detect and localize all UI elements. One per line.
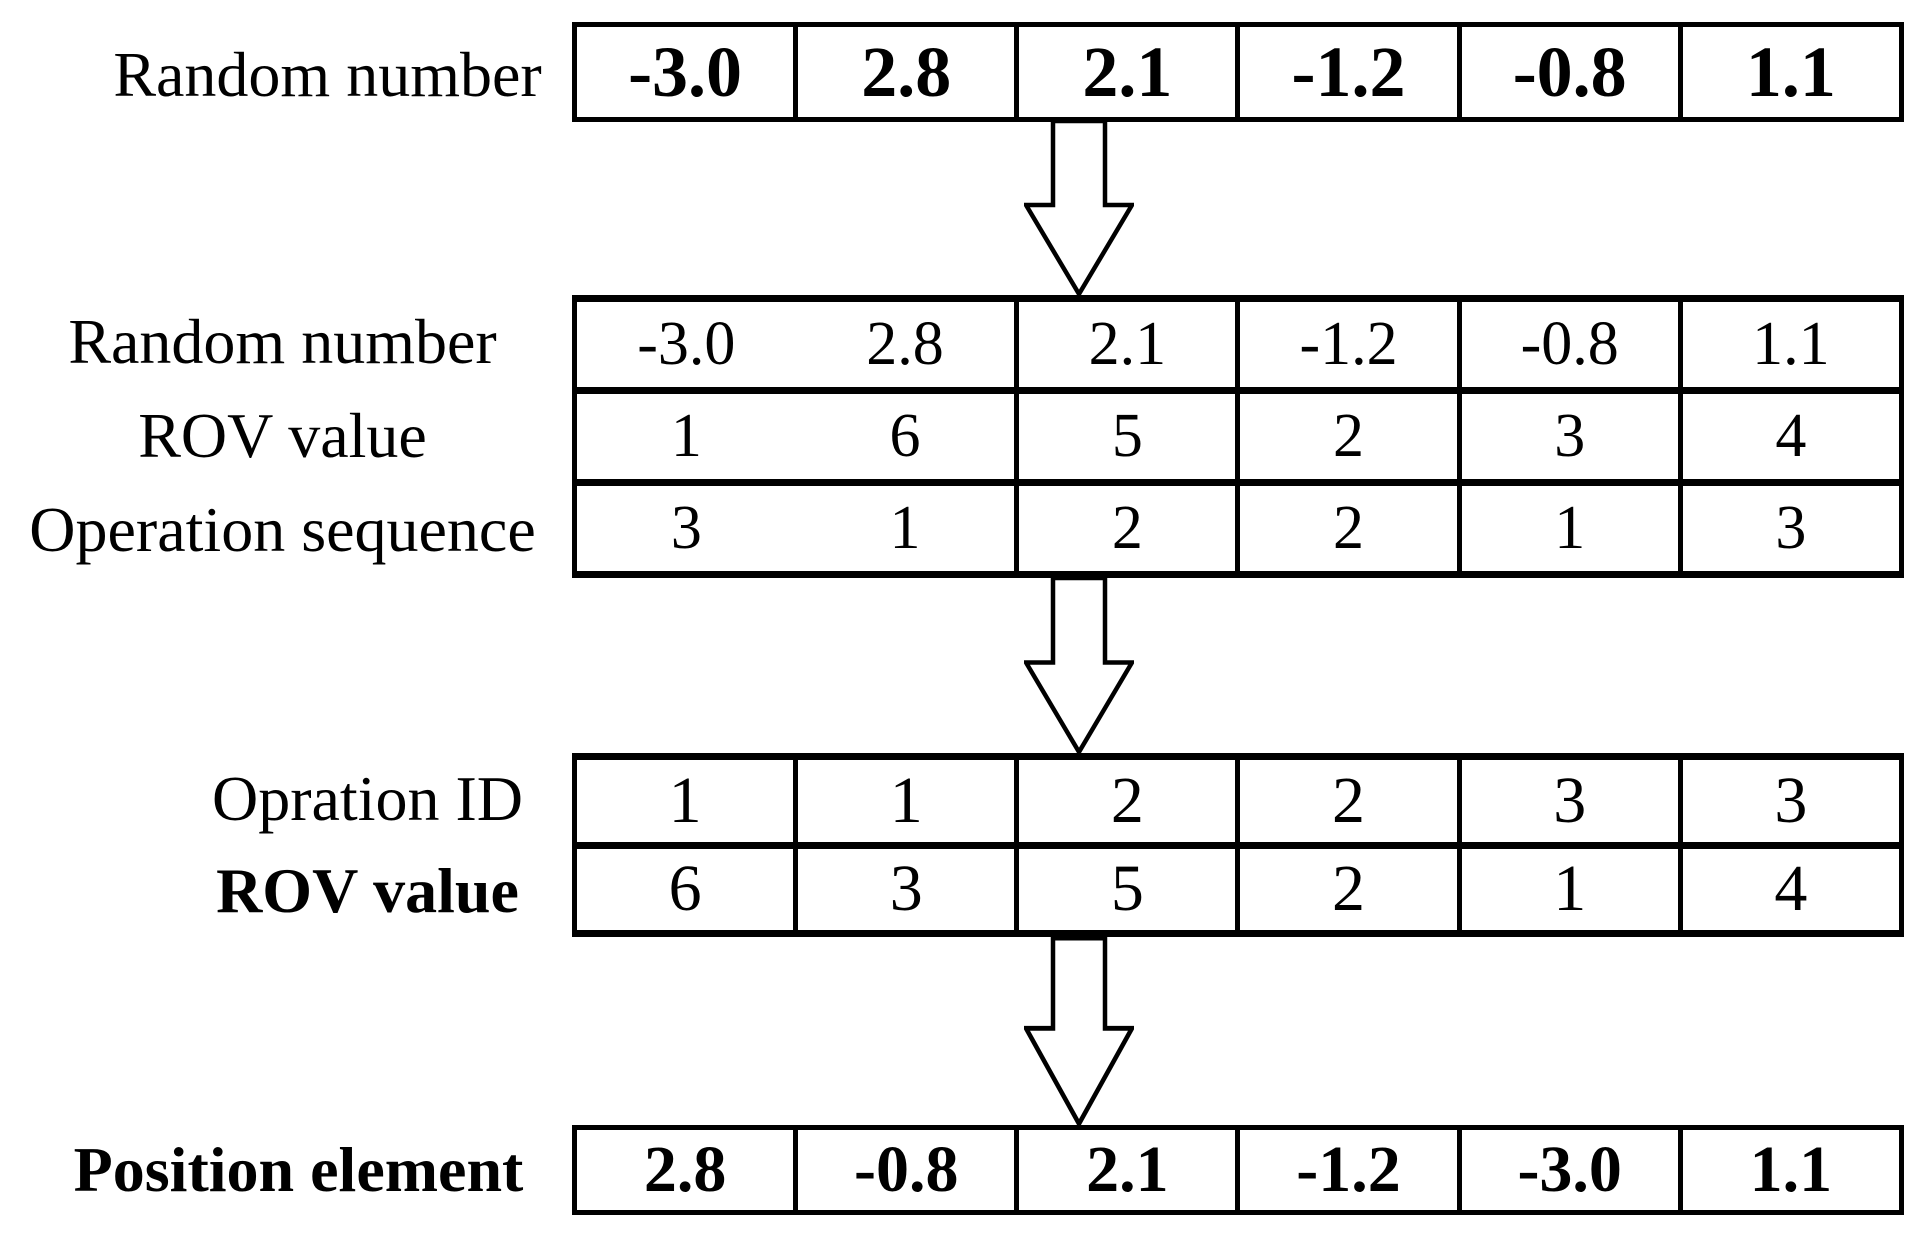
cell: 6 xyxy=(571,841,799,937)
table-row: 1 1 2 2 3 3 xyxy=(571,753,1905,849)
cell: 5 xyxy=(1014,841,1241,937)
cell: -0.8 xyxy=(1456,295,1683,394)
cell: 2.1 xyxy=(1014,22,1241,122)
cell: -3.0 xyxy=(571,22,799,122)
cell: 2.8 xyxy=(793,22,1020,122)
cell: -1.2 xyxy=(1235,1125,1462,1215)
cell: 2.1 xyxy=(1014,1125,1241,1215)
down-arrow-icon xyxy=(1024,576,1134,755)
label-rov-value: ROV value xyxy=(138,400,427,471)
label-operation-sequence: Operation sequence xyxy=(29,494,536,565)
table-row: 1 6 5 2 3 4 xyxy=(571,387,1905,486)
cell: 1 xyxy=(1456,841,1683,937)
cell: -1.2 xyxy=(1235,295,1462,394)
table-row: 2.8 -0.8 2.1 -1.2 -3.0 1.1 xyxy=(571,1125,1905,1215)
cell: 2 xyxy=(1235,479,1462,578)
cell: 2 xyxy=(1235,753,1462,849)
table-row: 6 3 5 2 1 4 xyxy=(571,841,1905,937)
cell: 3 xyxy=(1456,753,1683,849)
down-arrow-icon xyxy=(1024,936,1134,1127)
table-rov-mapping: -3.0 2.8 2.1 -1.2 -0.8 1.1 1 6 5 2 3 4 3… xyxy=(571,295,1905,578)
cell: 2.8 xyxy=(793,295,1020,394)
cell: 6 xyxy=(793,387,1020,486)
cell: 3 xyxy=(793,841,1020,937)
table-random-number-initial: -3.0 2.8 2.1 -1.2 -0.8 1.1 xyxy=(571,22,1905,122)
down-arrow-icon xyxy=(1024,119,1134,297)
cell: 1 xyxy=(793,479,1020,578)
cell: 1.1 xyxy=(1677,22,1905,122)
cell: 3 xyxy=(571,479,796,578)
cell: 1 xyxy=(1456,479,1683,578)
cell: 5 xyxy=(1014,387,1241,486)
cell: 1 xyxy=(571,387,796,486)
cell: 1 xyxy=(571,753,799,849)
cell: -1.2 xyxy=(1235,22,1462,122)
label-position-element: Position element xyxy=(73,1134,524,1205)
table-operation-rov: 1 1 2 2 3 3 6 3 5 2 1 4 xyxy=(571,753,1905,937)
cell: -3.0 xyxy=(1456,1125,1683,1215)
cell: 4 xyxy=(1677,387,1905,486)
cell: 1.1 xyxy=(1677,1125,1905,1215)
cell: 2 xyxy=(1014,479,1241,578)
table-row: -3.0 2.8 2.1 -1.2 -0.8 1.1 xyxy=(571,295,1905,394)
cell: 2 xyxy=(1235,387,1462,486)
cell: 3 xyxy=(1456,387,1683,486)
label-opration-id: Opration ID xyxy=(211,763,524,834)
cell: 4 xyxy=(1677,841,1905,937)
cell: 2 xyxy=(1235,841,1462,937)
cell: 2.8 xyxy=(571,1125,799,1215)
cell: 2 xyxy=(1014,753,1241,849)
table-position-element: 2.8 -0.8 2.1 -1.2 -3.0 1.1 xyxy=(571,1125,1905,1215)
cell: 3 xyxy=(1677,479,1905,578)
label-random-number-initial: Random number xyxy=(113,39,542,110)
table-row: 3 1 2 2 1 3 xyxy=(571,479,1905,578)
cell: -3.0 xyxy=(571,295,796,394)
cell: 1 xyxy=(793,753,1020,849)
label-rov-value-sorted: ROV value xyxy=(216,855,519,926)
cell: 1.1 xyxy=(1677,295,1905,394)
table-row: -3.0 2.8 2.1 -1.2 -0.8 1.1 xyxy=(571,22,1905,122)
cell: -0.8 xyxy=(793,1125,1020,1215)
cell: -0.8 xyxy=(1456,22,1683,122)
cell: 3 xyxy=(1677,753,1905,849)
cell: 2.1 xyxy=(1014,295,1241,394)
label-random-number: Random number xyxy=(68,306,497,377)
